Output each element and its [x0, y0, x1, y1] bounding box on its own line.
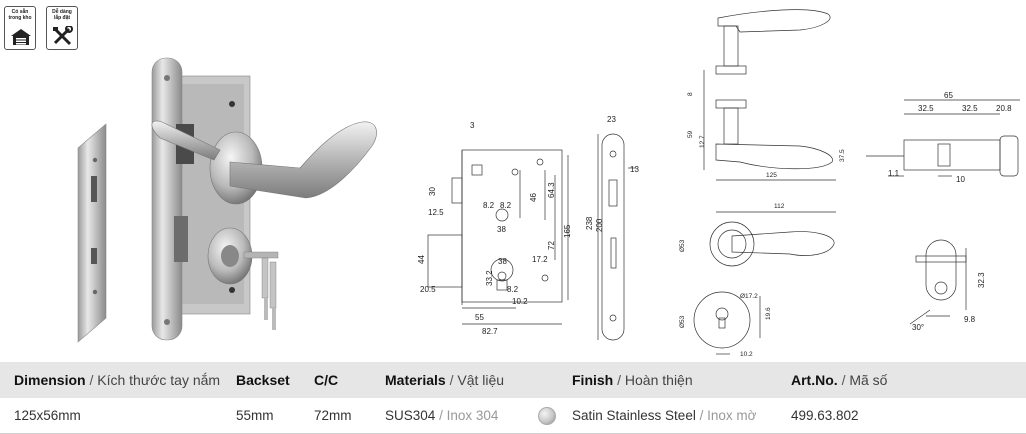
dim-label: 65	[944, 91, 953, 100]
handle-top-drawing	[709, 211, 836, 267]
dim-label: Ø17.2	[740, 293, 758, 300]
lock-photo	[77, 57, 377, 343]
mortise-front-dims: 3 30 12.5 44 20.5 55 82.7 8.2 8.2 38 46 …	[417, 121, 572, 336]
dim-label: 8.2	[483, 201, 495, 210]
cylinder-end-drawing	[909, 239, 967, 325]
dim-label: 20.5	[420, 285, 436, 294]
spec-table-header: Dimension / Kích thước tay nắm Backset C…	[0, 362, 1026, 398]
dim-label: 125	[766, 172, 777, 179]
handle-side-dims: 8 59 12.7 37.5 125	[687, 92, 846, 179]
dim-label: 112	[774, 203, 785, 210]
cell-finish: Satin Stainless Steel / Inox mờ	[572, 408, 757, 423]
tools-icon	[53, 26, 73, 46]
dim-label: 33.2	[485, 270, 494, 286]
header-artno: Art.No. / Mã số	[791, 372, 888, 388]
dim-label: 30	[428, 187, 437, 196]
dim-label: 32.5	[918, 104, 934, 113]
dim-label: 23	[607, 115, 616, 124]
dim-label: Ø53	[679, 239, 686, 252]
header-finish: Finish / Hoàn thiện	[572, 372, 693, 388]
dim-label: 32.3	[977, 272, 986, 288]
cylinder-end-dims: 32.3 9.8 30°	[912, 272, 986, 332]
cell-material: SUS304 / Inox 304	[385, 408, 499, 423]
dim-label: 8.2	[500, 201, 512, 210]
dim-label: 64.3	[547, 182, 556, 198]
dim-label: 19.6	[765, 307, 772, 320]
dim-label: 10	[956, 175, 965, 184]
cell-cc: 72mm	[314, 408, 352, 423]
mortise-front-drawing	[427, 149, 569, 325]
dim-label: 30°	[912, 323, 924, 332]
dim-label: 37.5	[839, 149, 846, 162]
dim-label: 10.2	[512, 297, 528, 306]
dim-label: 12.7	[699, 135, 706, 148]
dim-label: 38	[497, 225, 506, 234]
header-dimension: Dimension / Kích thước tay nắm	[14, 372, 221, 388]
dim-label: 38	[498, 257, 507, 266]
finish-swatch-icon	[538, 407, 556, 425]
dim-label: 165	[563, 224, 572, 238]
escutcheon-drawing	[693, 291, 761, 355]
dim-label: 20.8	[996, 104, 1012, 113]
table-row: 125x56mm 55mm 72mm SUS304 / Inox 304 Sat…	[0, 398, 1026, 434]
dim-label: 238	[585, 216, 594, 230]
cell-backset: 55mm	[236, 408, 274, 423]
warehouse-icon	[11, 29, 31, 45]
dim-label: 13	[630, 165, 639, 174]
header-materials: Materials / Vật liệu	[385, 372, 505, 388]
mortise-side-drawing	[597, 133, 636, 341]
dim-label: 9.8	[964, 315, 976, 324]
mortise-side-dims: 23 13 238 200	[585, 115, 639, 232]
cell-dimension: 125x56mm	[14, 408, 81, 423]
cell-artno: 499.63.802	[791, 408, 859, 423]
dim-label: 200	[595, 218, 604, 232]
header-backset: Backset	[236, 372, 290, 388]
dim-label: 82.7	[482, 327, 498, 336]
dim-label: 59	[687, 130, 694, 138]
handle-top-dims: 112 Ø53	[679, 203, 785, 252]
spec-table: Dimension / Kích thước tay nắm Backset C…	[0, 362, 1026, 434]
dim-label: 44	[417, 255, 426, 264]
dim-label: 8	[687, 92, 694, 96]
dim-label: 17.2	[532, 255, 548, 264]
cylinder-dims: 65 32.5 32.5 20.8 1.1 10	[888, 91, 1012, 184]
dim-label: Ø53	[679, 315, 686, 328]
dim-label: 8.2	[507, 285, 519, 294]
dim-label: 3	[470, 121, 475, 130]
dim-label: 10.2	[740, 351, 753, 358]
dim-label: 55	[475, 313, 484, 322]
header-cc: C/C	[314, 372, 339, 388]
dim-label: 46	[529, 193, 538, 202]
handle-side-drawing	[703, 9, 836, 181]
cylinder-drawing	[866, 99, 1020, 177]
dim-label: 12.5	[428, 208, 444, 217]
dim-label: 1.1	[888, 169, 900, 178]
escutcheon-dims: Ø53 Ø17.2 19.6 10.2	[679, 293, 772, 358]
dim-label: 72	[547, 241, 556, 250]
product-figure: 3 30 12.5 44 20.5 55 82.7 8.2 8.2 38 46 …	[77, 9, 1020, 358]
dim-label: 32.5	[962, 104, 978, 113]
